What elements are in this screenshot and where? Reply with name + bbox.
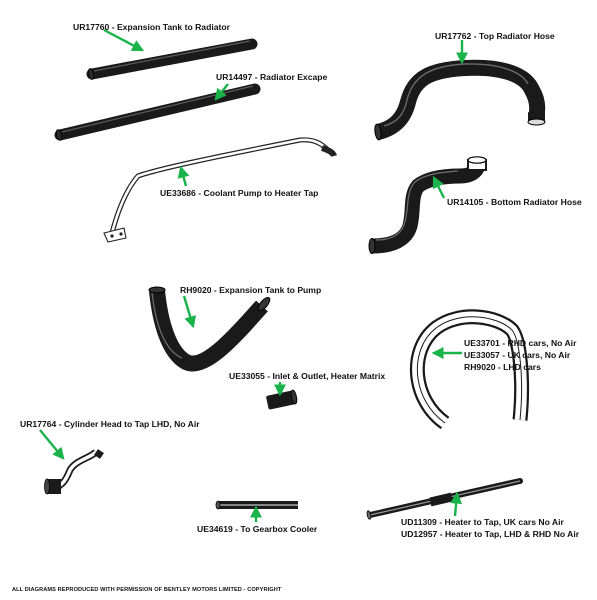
arrow-ud11309 — [450, 491, 463, 517]
label-ur14497: UR14497 - Radiator Excape — [216, 72, 328, 82]
label-ue33701: UE33701 - RHD cars, No Air — [464, 338, 577, 348]
label-ue34619: UE34619 - To Gearbox Cooler — [197, 524, 318, 534]
label-ur17760: UR17760 - Expansion Tank to Radiator — [73, 22, 230, 32]
arrow-ur14497 — [214, 83, 229, 101]
arrow-ue33686 — [177, 165, 190, 187]
arrow-ur17764 — [39, 429, 65, 460]
hose-ur17762 — [374, 59, 546, 141]
label-rh9020-lhd: RH9020 - LHD cars — [464, 362, 541, 372]
label-rh9020-pump: RH9020 - Expansion Tank to Pump — [180, 285, 322, 295]
hose-rh9020-pump — [148, 286, 271, 372]
copyright-footer: ALL DIAGRAMS REPRODUCED WITH PERMISSION … — [12, 587, 282, 593]
label-ur17764: UR17764 - Cylinder Head to Tap LHD, No A… — [20, 419, 200, 429]
hose-ur17764 — [44, 449, 104, 495]
pipe-ue33686 — [103, 137, 337, 243]
label-ue33055: UE33055 - Inlet & Outlet, Heater Matrix — [229, 371, 386, 381]
label-ud12957: UD12957 - Heater to Tap, LHD & RHD No Ai… — [401, 529, 580, 539]
arrow-rh9020-pump — [182, 295, 196, 329]
hose-ur14105 — [368, 156, 487, 254]
pointer-arrows — [39, 28, 468, 522]
hose-ud11309 — [366, 478, 523, 520]
hose-ue33701 — [409, 309, 530, 430]
hose-ur17760 — [86, 38, 258, 80]
label-ue33686: UE33686 - Coolant Pump to Heater Tap — [160, 188, 319, 198]
label-ur17762: UR17762 - Top Radiator Hose — [435, 31, 555, 41]
hose-ue33055 — [266, 389, 298, 410]
arrow-ur17760 — [103, 28, 145, 52]
label-ud11309: UD11309 - Heater to Tap, UK cars No Air — [401, 517, 564, 527]
hose-ue34619 — [215, 500, 298, 510]
hose-ur14497 — [54, 83, 261, 141]
arrow-ur14105 — [432, 175, 446, 199]
label-ue33057: UE33057 - UK cars, No Air — [464, 350, 571, 360]
label-ur14105: UR14105 - Bottom Radiator Hose — [447, 197, 582, 207]
